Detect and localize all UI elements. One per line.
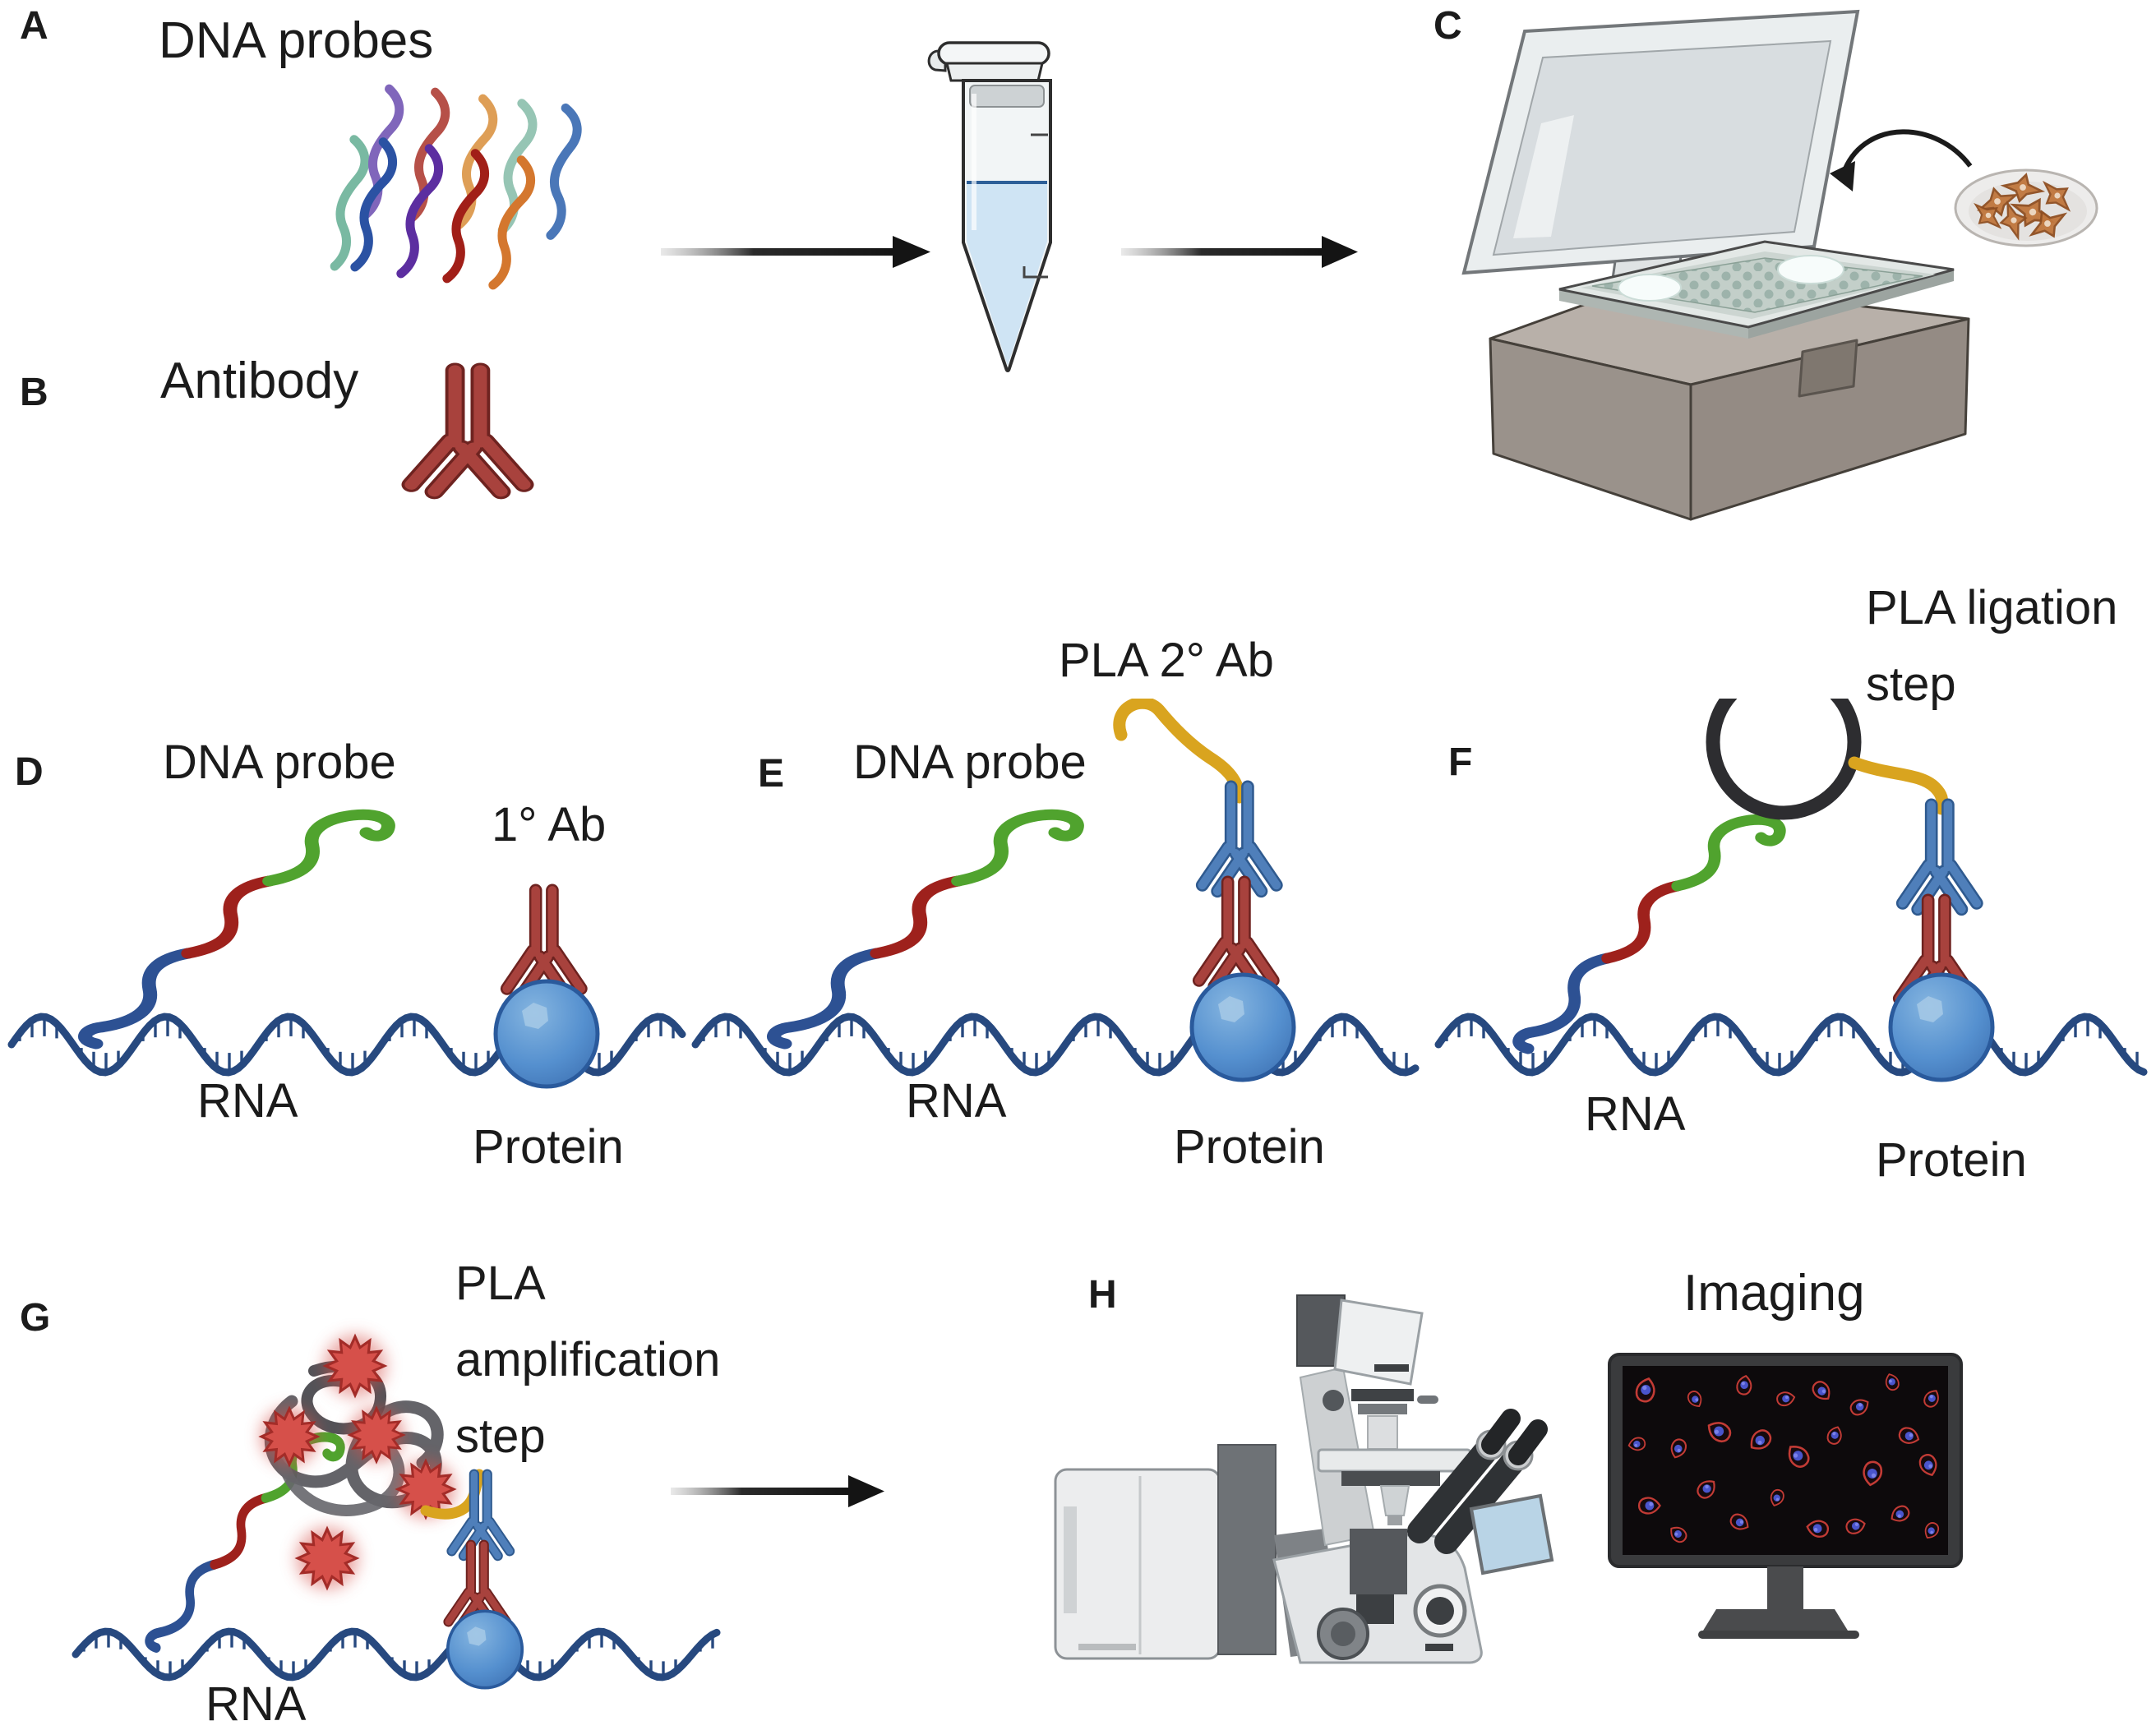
- antibody-title: Antibody: [160, 353, 359, 409]
- monitor-stand: [1767, 1566, 1803, 1609]
- row2-graphics: [7, 699, 2148, 1215]
- fluorophore-icon: [324, 1335, 386, 1397]
- rna-strand-icon: [691, 1013, 1420, 1077]
- dna-probe-label-e: DNA probe: [853, 736, 1087, 789]
- chamber-lid: [1461, 9, 1860, 286]
- antibody-icon: [411, 371, 524, 492]
- ligation-step-line2: step: [1866, 657, 1956, 711]
- rna-label-g: RNA: [205, 1677, 307, 1730]
- protein-icon: [446, 1609, 524, 1690]
- microscope-icon: [1054, 1294, 1554, 1664]
- fluorophore-icon: [296, 1527, 358, 1589]
- fluorophore-icon: [349, 1407, 404, 1463]
- panel-letter-e: E: [758, 752, 786, 796]
- panel-letter-g: G: [20, 1296, 52, 1340]
- panel-letter-f: F: [1448, 740, 1474, 784]
- ligation-step-label: PLA ligation step: [1866, 570, 2117, 723]
- fluorophore-icon: [260, 1407, 319, 1466]
- panel-letter-a: A: [20, 4, 49, 48]
- panel-letter-h: H: [1088, 1273, 1118, 1317]
- rna-label-d: RNA: [197, 1074, 298, 1128]
- dna-probe-icon: [85, 814, 388, 1044]
- protein-icon: [496, 981, 598, 1086]
- pla-connector-icon: [1848, 756, 1949, 815]
- rna-label-e: RNA: [906, 1074, 1007, 1128]
- amplification-step-label: PLA amplification step: [455, 1246, 720, 1474]
- panel-letter-d: D: [15, 750, 44, 794]
- rna-strand-icon: [1434, 1013, 2148, 1077]
- microcentrifuge-tube-icon: [927, 41, 1052, 372]
- monitor-icon: [1608, 1353, 1963, 1639]
- flow-arrow-2: [1121, 236, 1358, 268]
- dna-probe-icon: [773, 814, 1077, 1044]
- amplification-step-line3: step: [455, 1409, 546, 1463]
- coverslip-droplet: [1618, 274, 1682, 302]
- primary-antibody-icon: [1199, 882, 1273, 986]
- monitor-base: [1703, 1609, 1848, 1631]
- cell-dish-icon: [1954, 168, 2098, 247]
- panel-letter-b: B: [20, 371, 49, 414]
- primary-ab-label: 1° Ab: [492, 798, 607, 851]
- curved-arrow-icon: [1830, 129, 1973, 191]
- amplification-step-line2: amplification: [455, 1332, 721, 1386]
- protein-icon: [1891, 975, 1992, 1080]
- dna-probes-title: DNA probes: [159, 12, 434, 69]
- flow-arrow-3: [671, 1475, 884, 1507]
- row3-graphics: [72, 1294, 1963, 1690]
- imaging-title: Imaging: [1683, 1265, 1865, 1322]
- panel-letter-c: C: [1433, 4, 1463, 48]
- protein-label-d: Protein: [473, 1120, 624, 1174]
- flow-arrow-1: [661, 236, 930, 268]
- protein-label-f: Protein: [1876, 1133, 2027, 1187]
- protein-label-e: Protein: [1174, 1120, 1325, 1174]
- ligation-circle-icon: [1706, 699, 1862, 820]
- rna-strand-icon: [72, 1627, 721, 1682]
- primary-antibody-icon: [507, 890, 581, 994]
- amplification-step-line1: PLA: [455, 1257, 546, 1310]
- dna-probe-label-d: DNA probe: [163, 736, 396, 789]
- protein-icon: [1192, 975, 1294, 1080]
- dna-probes-icon: [333, 88, 579, 288]
- ligation-step-line1: PLA ligation: [1866, 581, 2118, 634]
- chamber-plate: [1558, 240, 1955, 339]
- humidity-chamber-icon: [1461, 9, 2098, 521]
- pla-connector-icon: [1113, 699, 1246, 804]
- dna-probe-icon: [1519, 819, 1780, 1049]
- secondary-ab-label: PLA 2° Ab: [1059, 634, 1274, 687]
- rna-label-f: RNA: [1585, 1087, 1686, 1141]
- secondary-antibody-icon: [1903, 805, 1977, 909]
- row1-graphics: [0, 9, 2098, 521]
- coverslip-droplet: [1777, 255, 1844, 284]
